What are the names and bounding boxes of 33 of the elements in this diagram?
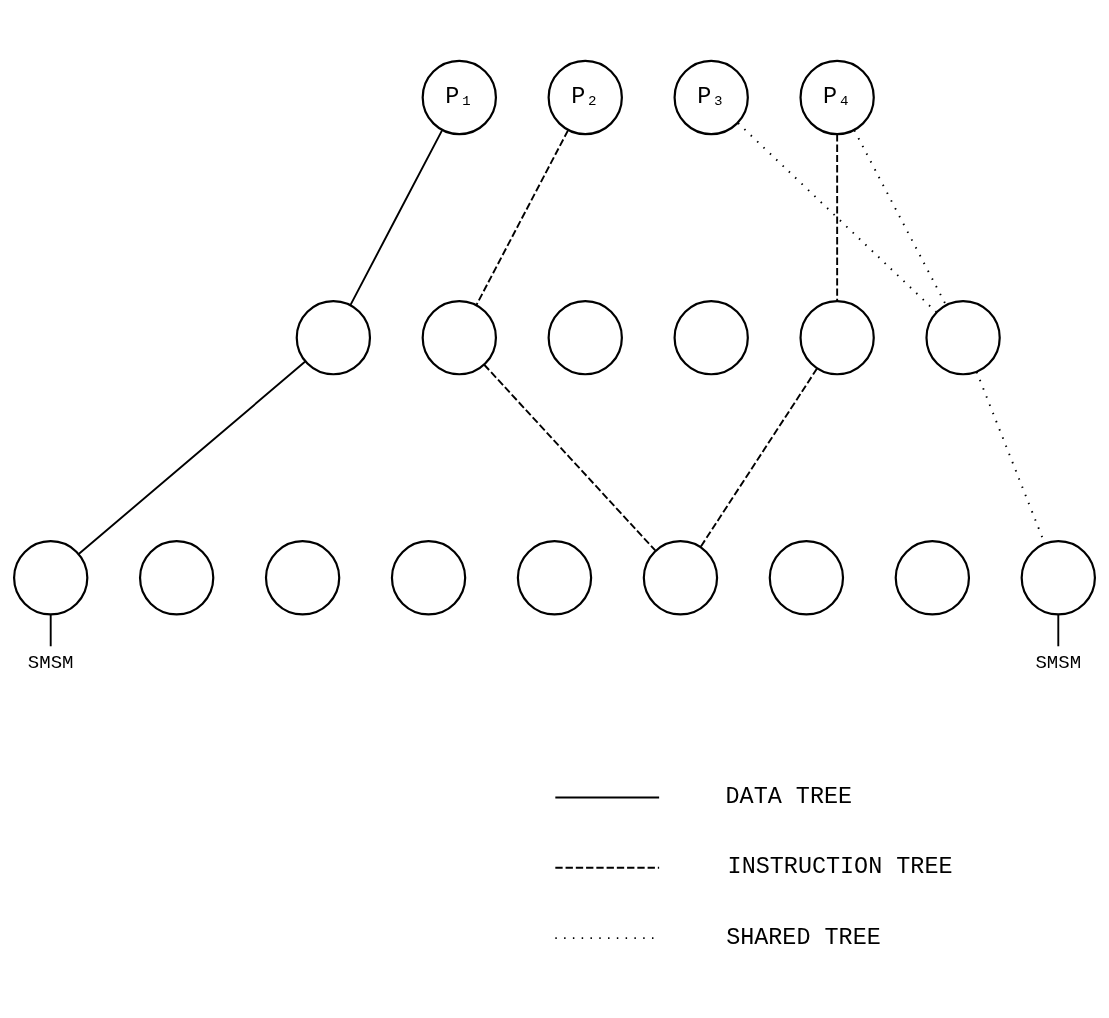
node-circle: [642, 540, 719, 616]
connector: [77, 360, 307, 555]
connector: [1057, 613, 1060, 648]
node-circle: [295, 299, 372, 376]
node-circle: [673, 299, 749, 376]
connector: [699, 367, 818, 548]
node-circle: P₄: [799, 59, 875, 136]
connector: [49, 613, 52, 648]
node-circle: [264, 540, 341, 616]
node-text: SMSM: [1035, 651, 1082, 674]
connector: [737, 122, 938, 314]
connector: [483, 363, 657, 552]
connector: [836, 133, 839, 302]
node-text: SMSM: [27, 651, 74, 674]
node-circle: [390, 540, 467, 616]
node-circle: [768, 540, 845, 616]
node-circle: [925, 299, 1001, 376]
node-circle: P₃: [673, 59, 749, 136]
connector: [475, 129, 569, 307]
node-circle: [799, 299, 875, 376]
node-circle: [516, 540, 593, 616]
node-circle: [1020, 540, 1096, 616]
legend-label: SHARED TREE: [726, 923, 881, 951]
node-circle: [894, 540, 971, 616]
node-circle: P₂: [547, 59, 623, 136]
legend-label: DATA TREE: [725, 783, 853, 811]
node-circle: P₁: [421, 59, 498, 136]
node-circle: [138, 540, 215, 616]
node-circle: [547, 299, 623, 376]
node-circle: [13, 540, 89, 616]
connector: [349, 129, 443, 307]
legend-label: INSTRUCTION TREE: [727, 853, 953, 881]
node-circle: [421, 299, 498, 376]
